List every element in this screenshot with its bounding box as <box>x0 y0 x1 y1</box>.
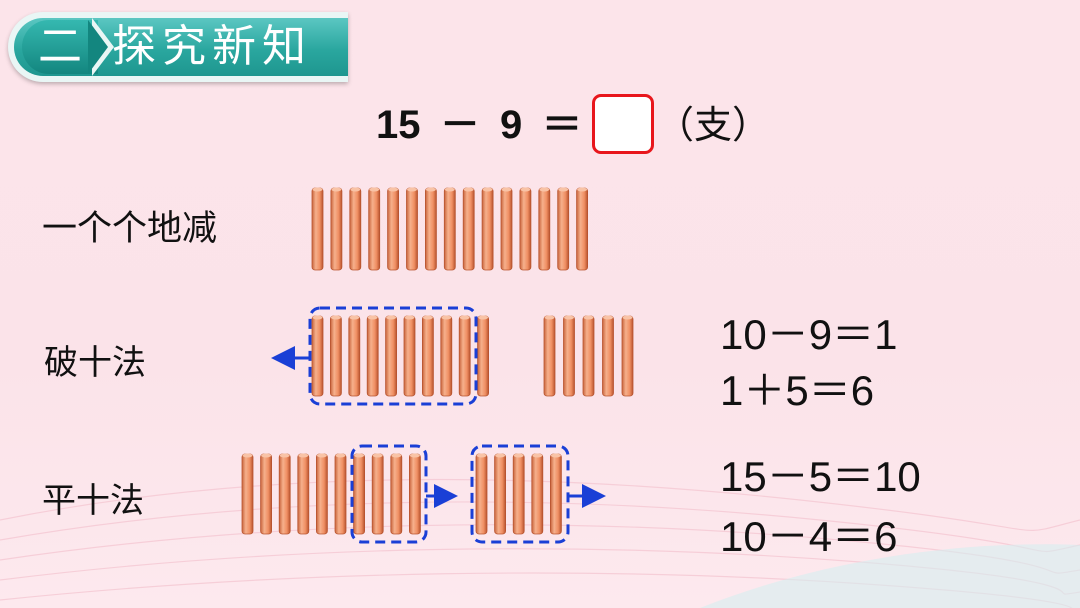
stick-row2-five <box>602 315 614 397</box>
stick-row1 <box>462 187 475 271</box>
stick-row3-five <box>550 453 562 535</box>
equation-minuend: 15 <box>376 103 421 147</box>
section-number: 二 <box>22 20 98 74</box>
stick-row2-ten <box>329 315 342 397</box>
stick-row3-ten <box>334 453 347 535</box>
stick-row1 <box>311 187 324 271</box>
stick-row2-ten <box>366 315 379 397</box>
stick-row3-ten <box>297 453 310 535</box>
stick-row2-ten <box>458 315 471 397</box>
stick-row1 <box>557 187 570 271</box>
stick-row1 <box>349 187 362 271</box>
make-ten-step-1: 15－5＝10 <box>720 453 921 500</box>
stick-row1 <box>424 187 437 271</box>
stick-row3-ten <box>353 453 366 535</box>
stick-row2-ten <box>477 315 490 397</box>
stick-row1 <box>330 187 343 271</box>
stick-row2-five <box>621 315 634 397</box>
stick-row3-five <box>531 453 544 535</box>
stick-row3-ten <box>241 453 254 535</box>
stick-row3-ten <box>390 453 403 535</box>
banner-arrow-inner-icon <box>88 20 108 74</box>
stick-row3-ten <box>371 453 384 535</box>
stick-row1 <box>406 187 418 271</box>
stick-row2-five <box>543 315 556 397</box>
stick-row2-five <box>582 315 595 397</box>
equation-minus: － <box>440 103 480 147</box>
make-ten-step-2: 10－4＝6 <box>720 513 898 560</box>
stick-row3-ten <box>260 453 273 535</box>
stick-row3-five <box>494 453 507 535</box>
equation-equals: ＝ <box>542 103 582 147</box>
stick-row1 <box>538 187 551 271</box>
method-label-one-by-one: 一个个地减 <box>42 209 218 249</box>
stick-row3-ten <box>278 453 291 535</box>
break-ten-step-2: 1＋5＝6 <box>720 367 875 414</box>
answer-box[interactable] <box>592 94 654 154</box>
section-title: 探究新知 <box>112 21 312 72</box>
break-ten-step-1: 10－9＝1 <box>720 311 898 358</box>
stick-row1 <box>576 187 588 271</box>
stick-row1 <box>387 187 400 271</box>
stick-row3-ten <box>408 453 421 535</box>
stick-row2-ten <box>311 315 324 397</box>
stick-row2-ten <box>403 315 416 397</box>
stick-row3-ten <box>315 453 328 535</box>
stick-row1 <box>481 187 494 271</box>
stick-row2-ten <box>348 315 361 397</box>
stick-row3-five <box>512 453 525 535</box>
break-ten-group-frame <box>308 306 478 406</box>
stick-row1 <box>519 187 532 271</box>
equation-subtrahend: 9 <box>500 103 523 147</box>
stick-row1 <box>500 187 513 271</box>
stick-row2-five <box>563 315 575 397</box>
stick-row2-ten <box>440 315 453 397</box>
stick-row3-five <box>475 453 488 535</box>
stick-row1 <box>368 187 381 271</box>
method-label-make-ten: 平十法 <box>42 481 144 521</box>
stick-row2-ten <box>421 315 434 397</box>
equation-unit: （支） <box>656 103 771 147</box>
stick-row1 <box>443 187 456 271</box>
stick-row2-ten <box>385 315 398 397</box>
make-ten-group-frame-b <box>470 444 570 544</box>
method-label-break-ten: 破十法 <box>44 343 146 383</box>
